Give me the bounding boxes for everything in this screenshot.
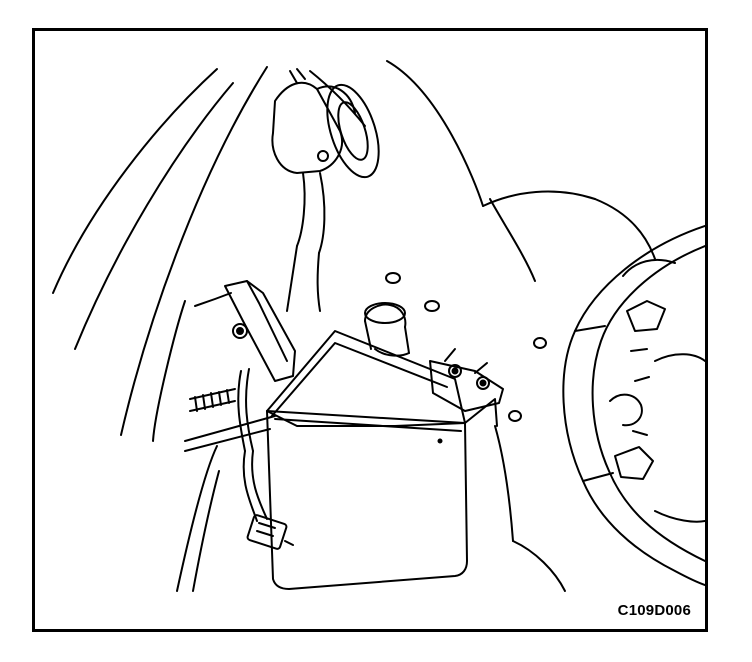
coiled-hose — [184, 388, 276, 452]
left-bracket — [194, 280, 296, 382]
upper-panel — [309, 60, 656, 282]
panel-holes — [385, 272, 547, 422]
fender-contours — [52, 66, 268, 592]
fluid-reservoir — [266, 302, 498, 590]
lower-panel-lines — [494, 425, 566, 592]
wiring-harness — [237, 368, 294, 550]
upper-mount-assembly — [271, 68, 380, 312]
wheel-assembly — [562, 225, 705, 586]
technical-illustration — [52, 60, 705, 592]
diagram-frame: C109D006 — [32, 28, 708, 632]
right-bracket — [429, 348, 504, 412]
figure-code: C109D006 — [617, 602, 691, 619]
